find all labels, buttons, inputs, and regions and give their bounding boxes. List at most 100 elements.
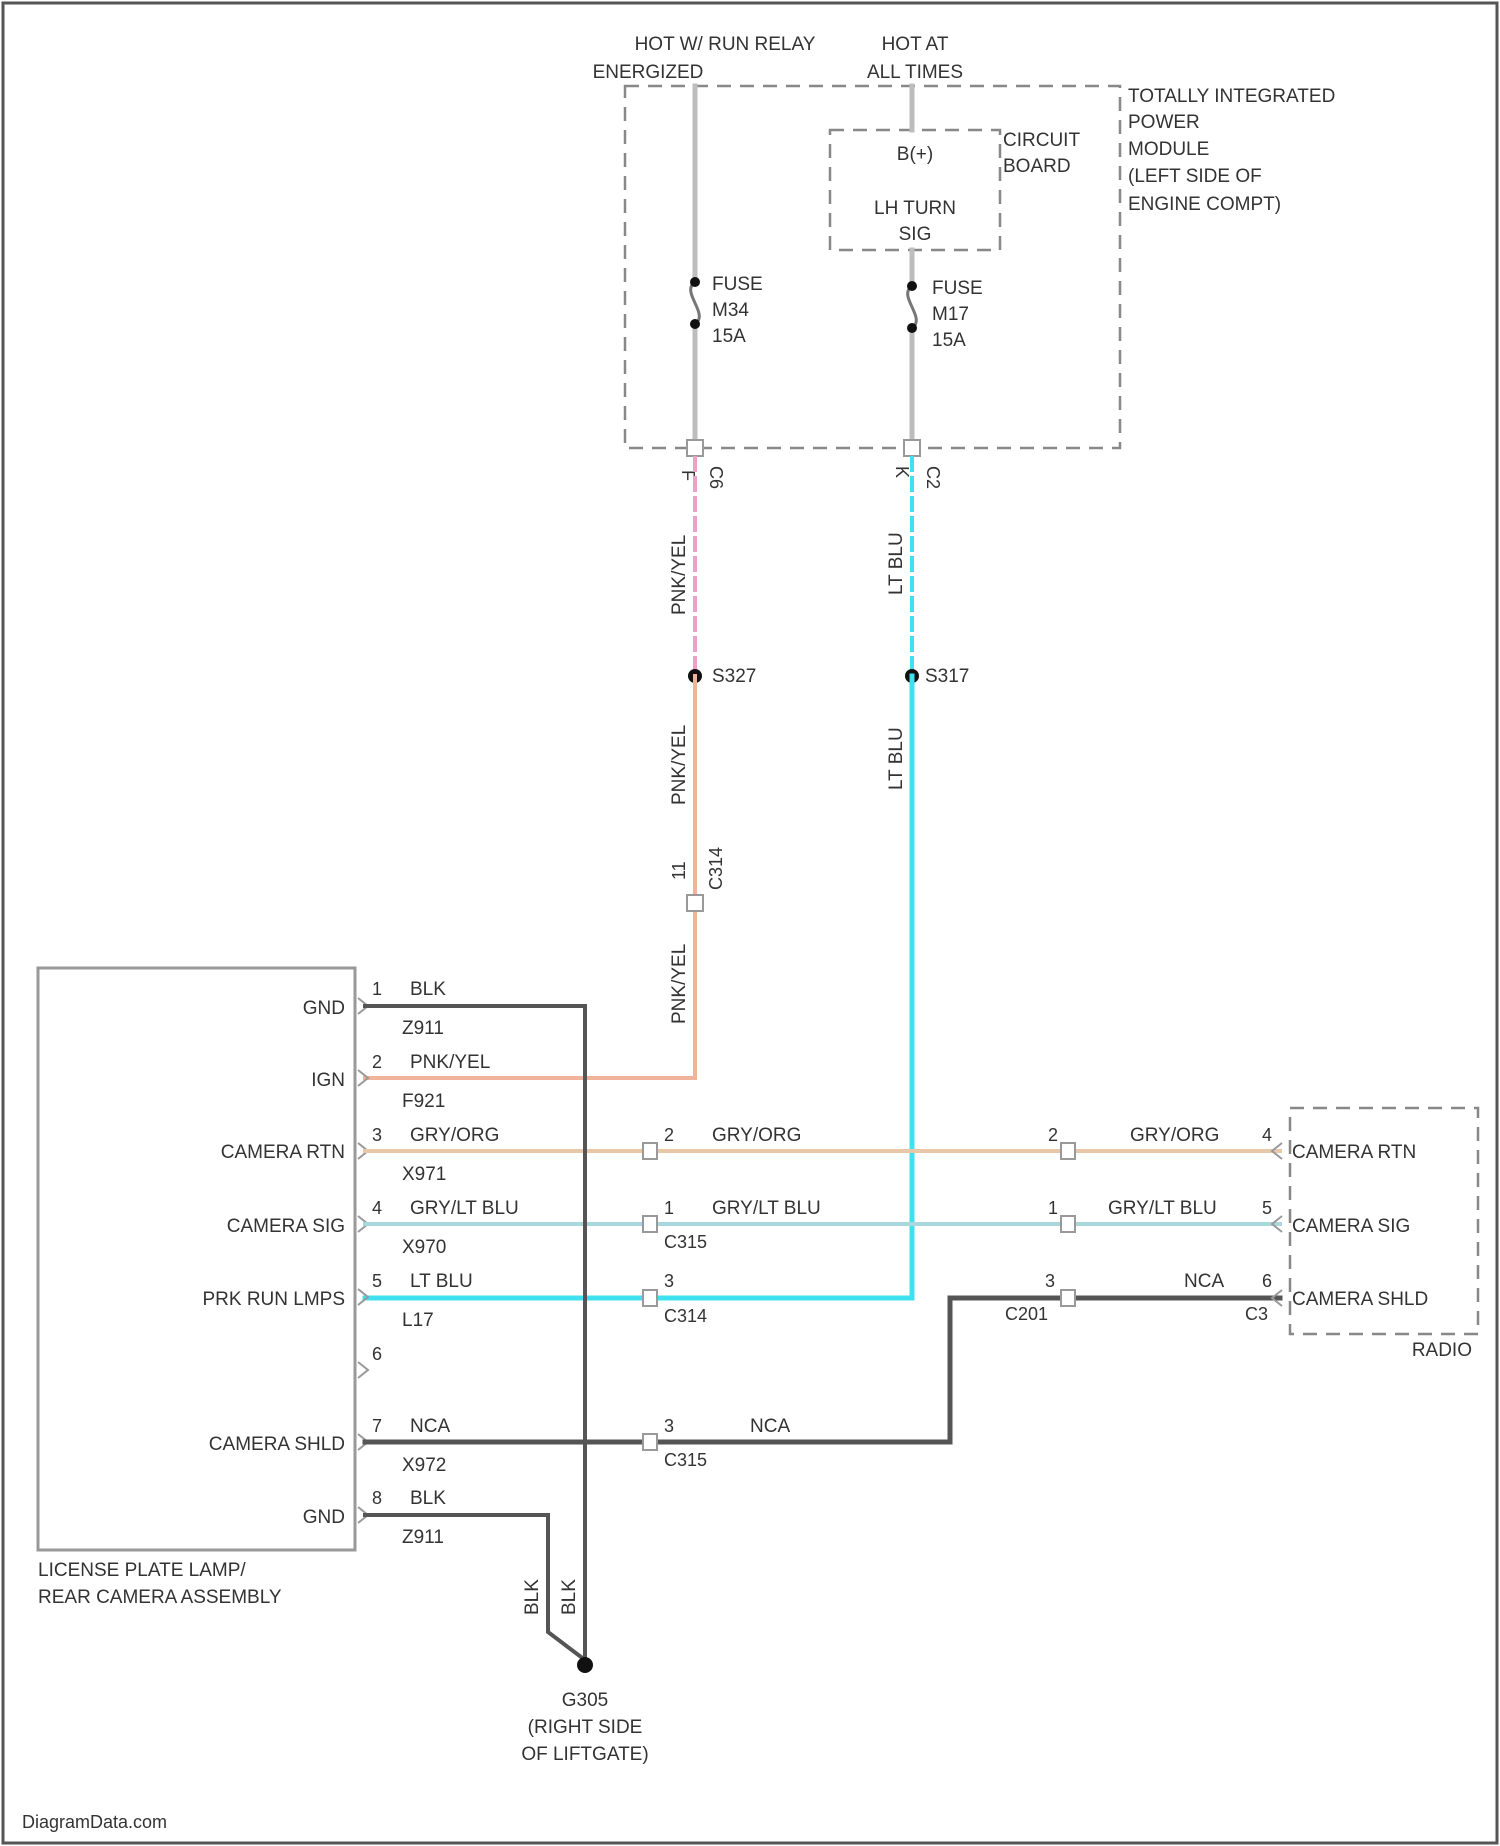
c201-rtn-pin-num: 2 <box>1048 1125 1058 1145</box>
camera-assembly-label-1: LICENSE PLATE LAMP/ <box>38 1560 246 1581</box>
mid-wire-gry-ltblu: GRY/LT BLU <box>712 1198 821 1219</box>
hot-all-times-label-1: HOT AT <box>882 34 949 55</box>
pin-6-num: 6 <box>372 1344 382 1364</box>
radio-pin-5-num: 5 <box>1262 1198 1272 1218</box>
c315-label-lower: C315 <box>664 1450 707 1470</box>
fuse-m17 <box>905 281 919 333</box>
splice-s327-label: S327 <box>712 666 756 687</box>
pin-3-num: 3 <box>372 1125 382 1145</box>
right-wire-gry-ltblu: GRY/LT BLU <box>1108 1198 1217 1219</box>
pin-2-num: 2 <box>372 1052 382 1072</box>
tipm-conn-k-label: C2 <box>923 466 943 489</box>
pin-4-num: 4 <box>372 1198 382 1218</box>
pin-8-num: 8 <box>372 1488 382 1508</box>
pin-7-name: CAMERA SHLD <box>209 1434 345 1455</box>
turn-sig-label-1: LH TURN <box>874 198 956 219</box>
mid-wire-nca: NCA <box>750 1416 790 1437</box>
right-wire-gry-org: GRY/ORG <box>1130 1125 1219 1146</box>
c314-inline-label: C314 <box>706 847 726 890</box>
tipm-label-1: TOTALLY INTEGRATED <box>1128 86 1335 107</box>
ground-label-3: OF LIFTGATE) <box>521 1744 648 1765</box>
ground-label-1: G305 <box>562 1690 608 1711</box>
tipm-label-2: POWER <box>1128 112 1200 133</box>
pin-1-circuit: Z911 <box>402 1018 444 1039</box>
wire-blk-gnd-8 <box>365 1515 585 1660</box>
splice-s317-label: S317 <box>925 666 969 687</box>
c201-label: C201 <box>1005 1304 1048 1324</box>
pin-3-circuit: X971 <box>402 1164 446 1185</box>
pin-2-wire: PNK/YEL <box>410 1052 490 1073</box>
pin-7-wire: NCA <box>410 1416 450 1437</box>
pin-5-name: PRK RUN LMPS <box>202 1289 345 1310</box>
fuse-m17-label-3: 15A <box>932 330 966 351</box>
fuse-m34-label-1: FUSE <box>712 274 763 295</box>
wire-label-pnk-upper: PNK/YEL <box>669 535 690 615</box>
radio-pin-5-name: CAMERA SIG <box>1292 1216 1410 1237</box>
radio-label: RADIO <box>1412 1340 1472 1361</box>
c314-label-lower: C314 <box>664 1306 707 1326</box>
radio-pin-6-name: CAMERA SHLD <box>1292 1289 1428 1310</box>
tipm-conn-f-pin <box>687 440 703 456</box>
pin-4-wire: GRY/LT BLU <box>410 1198 519 1219</box>
pin-7-num: 7 <box>372 1416 382 1436</box>
wire-label-blk-right: BLK <box>559 1579 580 1615</box>
tipm-conn-k-num: K <box>892 466 912 478</box>
pin-5-wire: LT BLU <box>410 1271 473 1292</box>
pin-3-wire: GRY/ORG <box>410 1125 499 1146</box>
fuse-m34-label-2: M34 <box>712 300 749 321</box>
pin-4-name: CAMERA SIG <box>227 1216 345 1237</box>
fuse-m17-label-1: FUSE <box>932 278 983 299</box>
c315-label-upper: C315 <box>664 1232 707 1252</box>
pin-8-circuit: Z911 <box>402 1527 444 1548</box>
c314-prk-pin-num: 3 <box>664 1271 674 1291</box>
fuse-m17-label-2: M17 <box>932 304 969 325</box>
pin-2-name: IGN <box>311 1070 345 1091</box>
wire-label-blk-left: BLK <box>522 1579 543 1615</box>
pin-8-name: GND <box>303 1507 345 1528</box>
pin-1-name: GND <box>303 998 345 1019</box>
wire-label-pnk-mid: PNK/YEL <box>669 725 690 805</box>
mid-wire-gry-org: GRY/ORG <box>712 1125 801 1146</box>
tipm-conn-k-pin <box>904 440 920 456</box>
pin-3-name: CAMERA RTN <box>221 1142 345 1163</box>
wire-blk-gnd-1 <box>365 1006 585 1660</box>
c201-connectors <box>1061 1143 1075 1306</box>
c315-sig-pin-num: 1 <box>664 1198 674 1218</box>
tipm-conn-f-label: C6 <box>706 466 726 489</box>
fuse-m34 <box>688 277 702 329</box>
circuit-board-label-2: BOARD <box>1003 156 1071 177</box>
ground-label-2: (RIGHT SIDE <box>528 1717 643 1738</box>
radio-pin-4-num: 4 <box>1262 1125 1272 1145</box>
hot-run-relay-label-2: ENERGIZED <box>593 62 704 83</box>
tipm-label-4: (LEFT SIDE OF <box>1128 166 1262 187</box>
wire-label-ltblu-upper: LT BLU <box>886 532 907 595</box>
hot-all-times-label-2: ALL TIMES <box>867 62 963 83</box>
camera-assembly-box <box>38 968 355 1550</box>
pin-8-wire: BLK <box>410 1488 446 1509</box>
tipm-label-3: MODULE <box>1128 139 1209 160</box>
b-plus-label: B(+) <box>897 144 933 165</box>
pin-5-num: 5 <box>372 1271 382 1291</box>
pin-2-circuit: F921 <box>402 1091 445 1112</box>
c201-shld-pin-num: 3 <box>1045 1271 1055 1291</box>
c201-sig-pin-num: 1 <box>1048 1198 1058 1218</box>
c314-inline-pin <box>687 895 703 911</box>
turn-sig-label-2: SIG <box>899 224 932 245</box>
c315-shld-pin-num: 3 <box>664 1416 674 1436</box>
pin-4-circuit: X970 <box>402 1237 446 1258</box>
radio-pin-6-num: 6 <box>1262 1271 1272 1291</box>
wire-label-pnk-lower: PNK/YEL <box>669 944 690 1024</box>
watermark: DiagramData.com <box>22 1812 167 1832</box>
pin-5-circuit: L17 <box>402 1310 434 1331</box>
c314-inline-pin-num: 11 <box>669 861 689 880</box>
wire-nca-shield <box>365 1298 1280 1442</box>
pin-1-num: 1 <box>372 979 382 999</box>
radio-c3-label: C3 <box>1245 1304 1268 1324</box>
pin-7-circuit: X972 <box>402 1455 446 1476</box>
wire-label-ltblu-lower: LT BLU <box>886 727 907 790</box>
radio-pin-4-name: CAMERA RTN <box>1292 1142 1416 1163</box>
right-wire-nca: NCA <box>1184 1271 1224 1292</box>
pin-1-wire: BLK <box>410 979 446 1000</box>
mid-connectors <box>643 1143 657 1450</box>
